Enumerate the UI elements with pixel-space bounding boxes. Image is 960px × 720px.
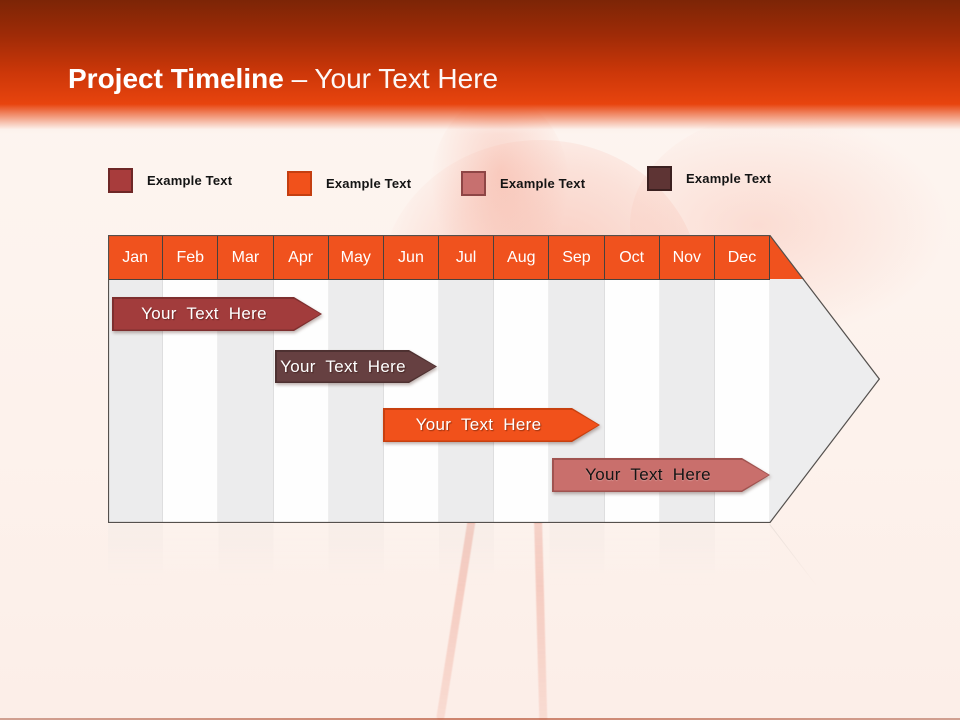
timeline-bar-label: Your Text Here [141, 304, 267, 323]
legend-item[interactable]: Example Text [647, 166, 771, 191]
title-placeholder: – Your Text Here [291, 63, 499, 94]
legend-color-swatch [287, 171, 312, 196]
timeline-bar-1[interactable]: Your Text Here [112, 297, 322, 331]
month-header-sep: Sep [549, 236, 605, 279]
timeline-bar-label: Your Text Here [415, 415, 542, 434]
column-jun [383, 280, 440, 523]
timeline-bar-4[interactable]: Your Text Here [552, 458, 770, 492]
legend-color-swatch [461, 171, 486, 196]
chart-reflection [108, 524, 880, 594]
month-header-dec: Dec [714, 236, 771, 279]
reflection-stripes [108, 524, 770, 594]
month-header-apr: Apr [273, 236, 329, 279]
legend-label: Example Text [686, 171, 772, 186]
legend-item[interactable]: Example Text [461, 171, 585, 196]
month-header-arrow-corner [770, 236, 804, 279]
month-header-aug: Aug [494, 236, 550, 279]
month-header-nov: Nov [659, 236, 715, 279]
timeline-bar-label: Your Text Here [280, 356, 406, 376]
month-header-oct: Oct [604, 236, 660, 279]
column-jul [439, 280, 495, 523]
bottom-accent-line [0, 718, 960, 720]
slide-title[interactable]: Project Timeline – Your Text Here [68, 62, 498, 96]
reflection-diagonal [769, 524, 880, 594]
month-header-jul: Jul [439, 236, 495, 279]
timeline-bar-2[interactable]: Your Text Here [275, 350, 437, 383]
legend-color-swatch [108, 168, 133, 193]
month-header-jun: Jun [383, 236, 440, 279]
timeline-bar-label: Your Text Here [585, 465, 711, 484]
timeline-arrow-chart: Jan Feb Mar Apr May Jun Jul Aug Sep Oct … [108, 235, 880, 523]
legend-color-swatch [647, 166, 672, 191]
legend-item[interactable]: Example Text [287, 171, 411, 196]
title-main: Project Timeline [68, 63, 284, 94]
header-band [0, 0, 960, 104]
month-header-feb: Feb [163, 236, 219, 279]
month-header-jan: Jan [108, 236, 164, 279]
column-aug [494, 280, 550, 523]
month-header-row: Jan Feb Mar Apr May Jun Jul Aug Sep Oct … [108, 235, 771, 280]
month-header-mar: Mar [218, 236, 274, 279]
column-may [328, 280, 384, 523]
timeline-bar-3[interactable]: Your Text Here [383, 408, 600, 442]
header-band-fade [0, 104, 960, 134]
month-header-may: May [328, 236, 384, 279]
legend-label: Example Text [500, 176, 586, 191]
legend-item[interactable]: Example Text [108, 168, 232, 193]
legend-label: Example Text [326, 176, 412, 191]
legend-label: Example Text [147, 173, 233, 188]
